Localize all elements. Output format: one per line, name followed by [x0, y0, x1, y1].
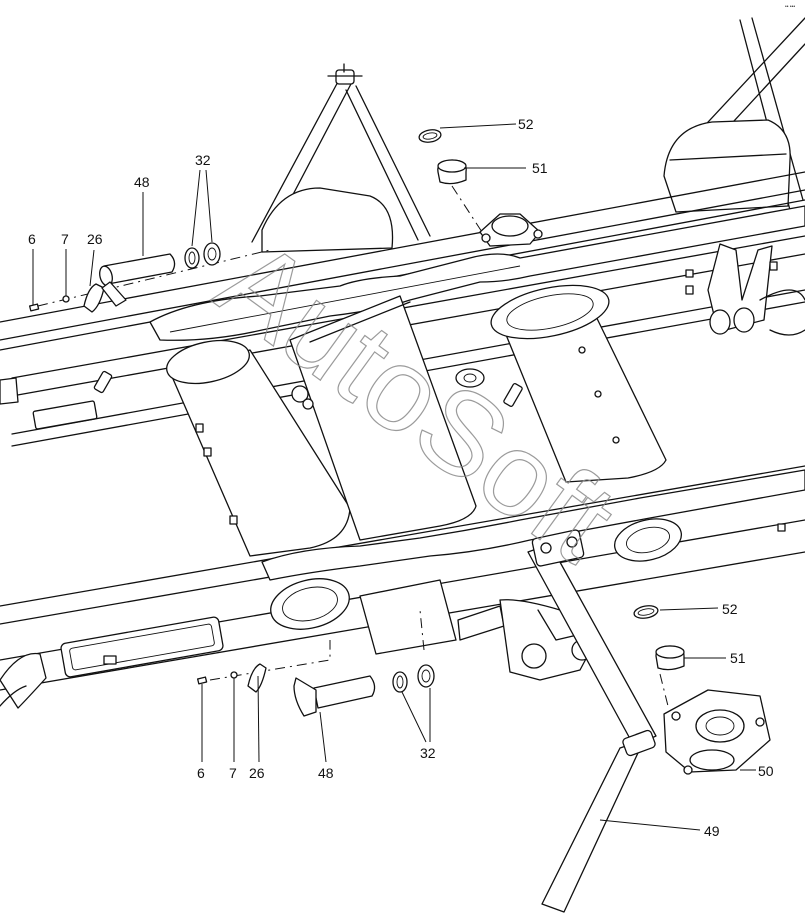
beam-slots [103, 261, 786, 665]
upper-pin-assembly [28, 242, 271, 313]
callout-upper-6: 6 [28, 231, 36, 247]
lower-clamp-block [663, 689, 771, 775]
lower-pin-assembly [196, 609, 435, 717]
callout-upper-32: 32 [195, 152, 211, 168]
frame-structure [0, 17, 805, 913]
right-yoke-bracket [707, 243, 805, 336]
upper-frame-rail [0, 171, 805, 351]
lower-bushing-assembly [633, 605, 685, 707]
callout-upper-51: 51 [532, 160, 548, 176]
leader-lines [32, 123, 756, 831]
lower-frame-rail [0, 465, 805, 709]
upper-right-a-frame [663, 17, 805, 213]
callout-lower-48: 48 [318, 765, 334, 781]
callout-upper-7: 7 [61, 231, 69, 247]
callout-upper-26: 26 [87, 231, 103, 247]
callout-lower-6: 6 [197, 765, 205, 781]
callout-lower-26: 26 [249, 765, 265, 781]
callout-lower-32: 32 [420, 745, 436, 761]
callout-upper-52: 52 [518, 116, 534, 132]
callout-lower-52: 52 [722, 601, 738, 617]
callout-lower-49: 49 [704, 823, 720, 839]
callout-lower-7: 7 [229, 765, 237, 781]
callout-labels: 6 7 26 48 32 52 51 6 7 26 48 32 52 51 50… [28, 116, 774, 839]
upper-bushing-assembly [418, 129, 483, 233]
corner-mark: •• ••• [785, 4, 795, 10]
upper-left-a-frame [251, 63, 431, 253]
main-hose [527, 529, 657, 913]
callout-lower-50: 50 [758, 763, 774, 779]
upper-clamp [479, 213, 543, 247]
callout-lower-51: 51 [730, 650, 746, 666]
left-tube-body [166, 295, 485, 557]
callout-upper-48: 48 [134, 174, 150, 190]
right-tube-body [490, 284, 667, 483]
lower-bosses [270, 518, 682, 681]
